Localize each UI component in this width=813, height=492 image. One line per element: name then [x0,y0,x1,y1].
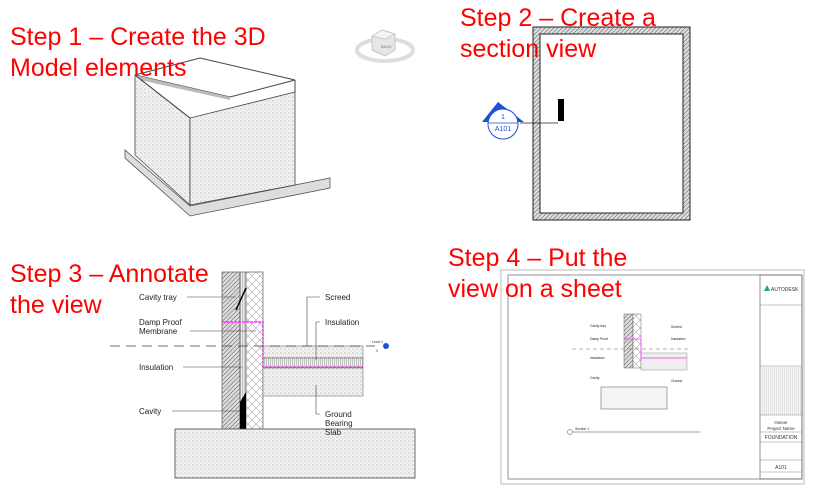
mini-label: Damp Proof [590,337,608,341]
mini-label: Screed [671,325,682,329]
viewcube-face-label: BACK [381,44,392,49]
caption-line: Step 1 – Create the 3D [10,23,266,51]
label-ground-bearing-slab: Bearing [325,419,353,428]
label-insulation: Insulation [139,363,173,372]
sheet-owner: Owner [774,420,788,425]
mini-label: Cavity tray [590,324,606,328]
level-label: Level 1 [372,340,383,344]
section-marker[interactable]: 1 A101 [482,102,524,140]
autodesk-logo: AUTODESK [771,287,799,293]
3d-model-box [124,57,331,217]
label-dpm: Damp Proof [139,318,182,327]
wall-detail: Level 1 0 Cavity tray Damp Proof Membran… [110,271,416,479]
section-number: 1 [501,114,505,121]
mini-label: Cavity [590,376,600,380]
view-title: Section 1 [575,427,589,431]
caption-line: Step 3 – Annotate [10,260,209,288]
label-insulation: Insulation [325,318,359,327]
label-dpm: Membrane [139,327,178,336]
step-3-caption: Step 3 – Annotate the view [10,259,209,321]
label-cavity-tray: Cavity tray [139,293,177,302]
caption-line: Model elements [10,54,187,82]
step-2-caption: Step 2 – Create a section view [460,3,656,65]
mini-label: Ground [671,379,682,383]
section-plan [520,26,691,221]
mini-label: Insulation [590,356,605,360]
level-value: 0 [376,349,378,353]
damp-proof-membrane [222,321,363,368]
step-1-caption: Step 1 – Create the 3D Model elements [10,22,266,84]
sheet-name: FOUNDATION [765,435,798,441]
caption-line: view on a sheet [448,275,622,303]
section-sheet: A101 [495,126,511,133]
viewcube-icon[interactable]: BACK [355,29,415,63]
sheet-project-name: Project Name [767,426,795,431]
sheet: AUTODESK Owner Project Name FOUNDATION A… [500,269,805,485]
caption-line: Step 2 – Create a [460,4,656,32]
label-ground-bearing-slab: Slab [325,428,342,437]
label-cavity: Cavity [139,407,161,416]
mini-label: Insulation [671,337,686,341]
caption-line: Step 4 – Put the [448,244,628,272]
step-4-caption: Step 4 – Put the view on a sheet [448,243,627,305]
caption-line: section view [460,35,597,63]
caption-line: the view [10,291,102,319]
label-screed: Screed [325,293,350,302]
sheet-number: A101 [775,465,787,471]
label-ground-bearing-slab: Ground [325,410,352,419]
